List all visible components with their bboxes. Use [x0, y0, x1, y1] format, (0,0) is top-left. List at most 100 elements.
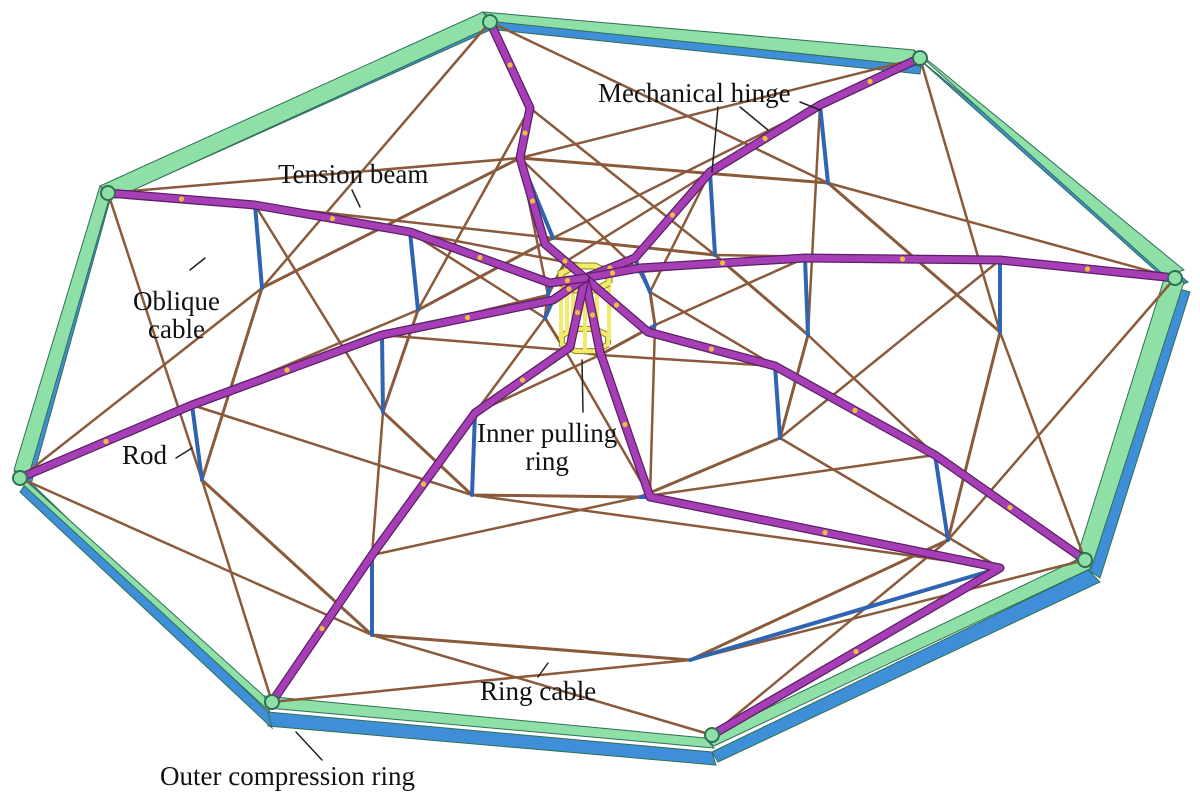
mechanical-hinge: [719, 260, 726, 266]
leader-line: [189, 257, 206, 271]
oblique-cable: [946, 276, 1177, 542]
oblique-cable: [18, 286, 264, 480]
rod: [190, 403, 204, 482]
label-oblique-cable-line1: Oblique: [133, 286, 220, 316]
leader-line: [295, 731, 323, 761]
oblique-cable: [648, 170, 712, 294]
mechanical-hinge: [822, 529, 828, 536]
mechanical-hinge: [477, 254, 483, 261]
mechanical-hinge: [1084, 266, 1091, 272]
tension-beam: [581, 274, 1004, 739]
mechanical-hinge: [1007, 504, 1013, 511]
label-inner-pulling-ring-line2: ring: [525, 446, 569, 477]
outer-compression-ring: [13, 11, 1186, 749]
label-inner-pulling-ring: Inner pulling ring: [477, 419, 617, 476]
oblique-cable: [370, 410, 385, 557]
leader-line: [175, 447, 193, 459]
oblique-cable: [998, 330, 1087, 562]
oblique-cable: [563, 170, 712, 264]
mechanical-hinge: [899, 256, 906, 262]
leader-line: [799, 101, 821, 111]
oblique-cable: [370, 495, 642, 557]
tension-beam-outline: [580, 273, 1090, 565]
label-tension-beam: Tension beam: [278, 159, 429, 189]
oblique-cable: [270, 658, 692, 704]
mechanical-hinge: [613, 302, 620, 308]
mechanical-hinge: [622, 421, 628, 428]
tension-beam: [581, 54, 924, 282]
mechanical-hinge: [464, 314, 471, 321]
rod: [818, 103, 830, 185]
label-rod: Rod: [122, 440, 168, 470]
rod: [708, 170, 717, 257]
label-oblique-cable-line2: cable: [148, 314, 205, 345]
mechanical-hinge: [669, 212, 676, 218]
outer-ring-joint: [12, 470, 28, 486]
mechanical-hinge: [853, 648, 859, 655]
oblique-cable: [598, 353, 777, 368]
leader-line: [351, 189, 361, 208]
rod: [688, 566, 1002, 662]
mechanical-hinge: [562, 258, 568, 264]
oblique-cable: [638, 453, 937, 499]
rod: [773, 364, 782, 440]
tension-beam: [581, 254, 1179, 282]
mechanical-hinge: [762, 135, 768, 142]
mechanical-hinge: [867, 78, 873, 85]
mechanical-hinge: [589, 312, 596, 318]
oblique-cable: [253, 203, 385, 414]
tension-beam: [486, 18, 589, 282]
mechanical-hinge: [519, 377, 526, 383]
label-inner-pulling-ring-line1: Inner pulling: [477, 418, 618, 448]
oblique-cable: [806, 333, 937, 457]
outer-ring-joint: [482, 14, 498, 30]
tension-beam: [16, 274, 589, 482]
rod: [380, 333, 385, 414]
oblique-cable: [648, 290, 777, 368]
mechanical-hinge: [566, 286, 572, 292]
label-oblique-cable: Oblique cable: [133, 287, 220, 344]
oblique-cable: [470, 493, 1002, 570]
tension-beam: [104, 189, 589, 287]
mechanical-hinge: [507, 62, 513, 68]
mechanical-hinge: [564, 277, 571, 284]
outer-ring-joint: [264, 694, 280, 710]
mechanical-hinge: [319, 625, 325, 632]
oblique-cable: [260, 20, 492, 290]
oblique-cable: [370, 633, 714, 737]
oblique-cable: [918, 56, 1002, 334]
outer-ring-joint: [704, 727, 720, 743]
oblique-cable: [200, 478, 274, 704]
rod: [470, 411, 477, 497]
label-ring-cable: Ring cable: [480, 676, 597, 706]
oblique-cable: [528, 106, 717, 257]
oblique-cable: [518, 156, 642, 274]
oblique-cable: [826, 181, 1177, 280]
oblique-cable: [710, 538, 950, 737]
tension-beam-outline: [580, 273, 1005, 740]
rod: [408, 230, 420, 312]
mechanical-hinge: [420, 481, 427, 487]
outer-ring-joint: [1167, 270, 1183, 286]
leader-line: [537, 662, 549, 678]
tension-beam: [581, 274, 1089, 564]
oblique-cable: [563, 348, 652, 499]
leader-line: [739, 106, 769, 131]
outer-ring-joint: [1077, 552, 1093, 568]
rod: [803, 256, 810, 337]
label-outer-compression-ring: Outer compression ring: [160, 761, 415, 791]
mechanical-hinge: [178, 196, 185, 202]
tension-beam: [268, 274, 589, 706]
mechanical-hinge: [609, 270, 616, 276]
oblique-cable: [18, 476, 374, 637]
cable-dome-structure: [12, 14, 1183, 761]
oblique-cable: [380, 333, 567, 352]
oblique-cable: [416, 106, 532, 312]
oblique-cable: [653, 256, 807, 327]
oblique-cable: [106, 156, 522, 195]
oblique-cable: [473, 316, 547, 415]
oblique-cable: [806, 103, 822, 337]
leader-line: [581, 359, 584, 413]
leader-line: [711, 106, 719, 173]
